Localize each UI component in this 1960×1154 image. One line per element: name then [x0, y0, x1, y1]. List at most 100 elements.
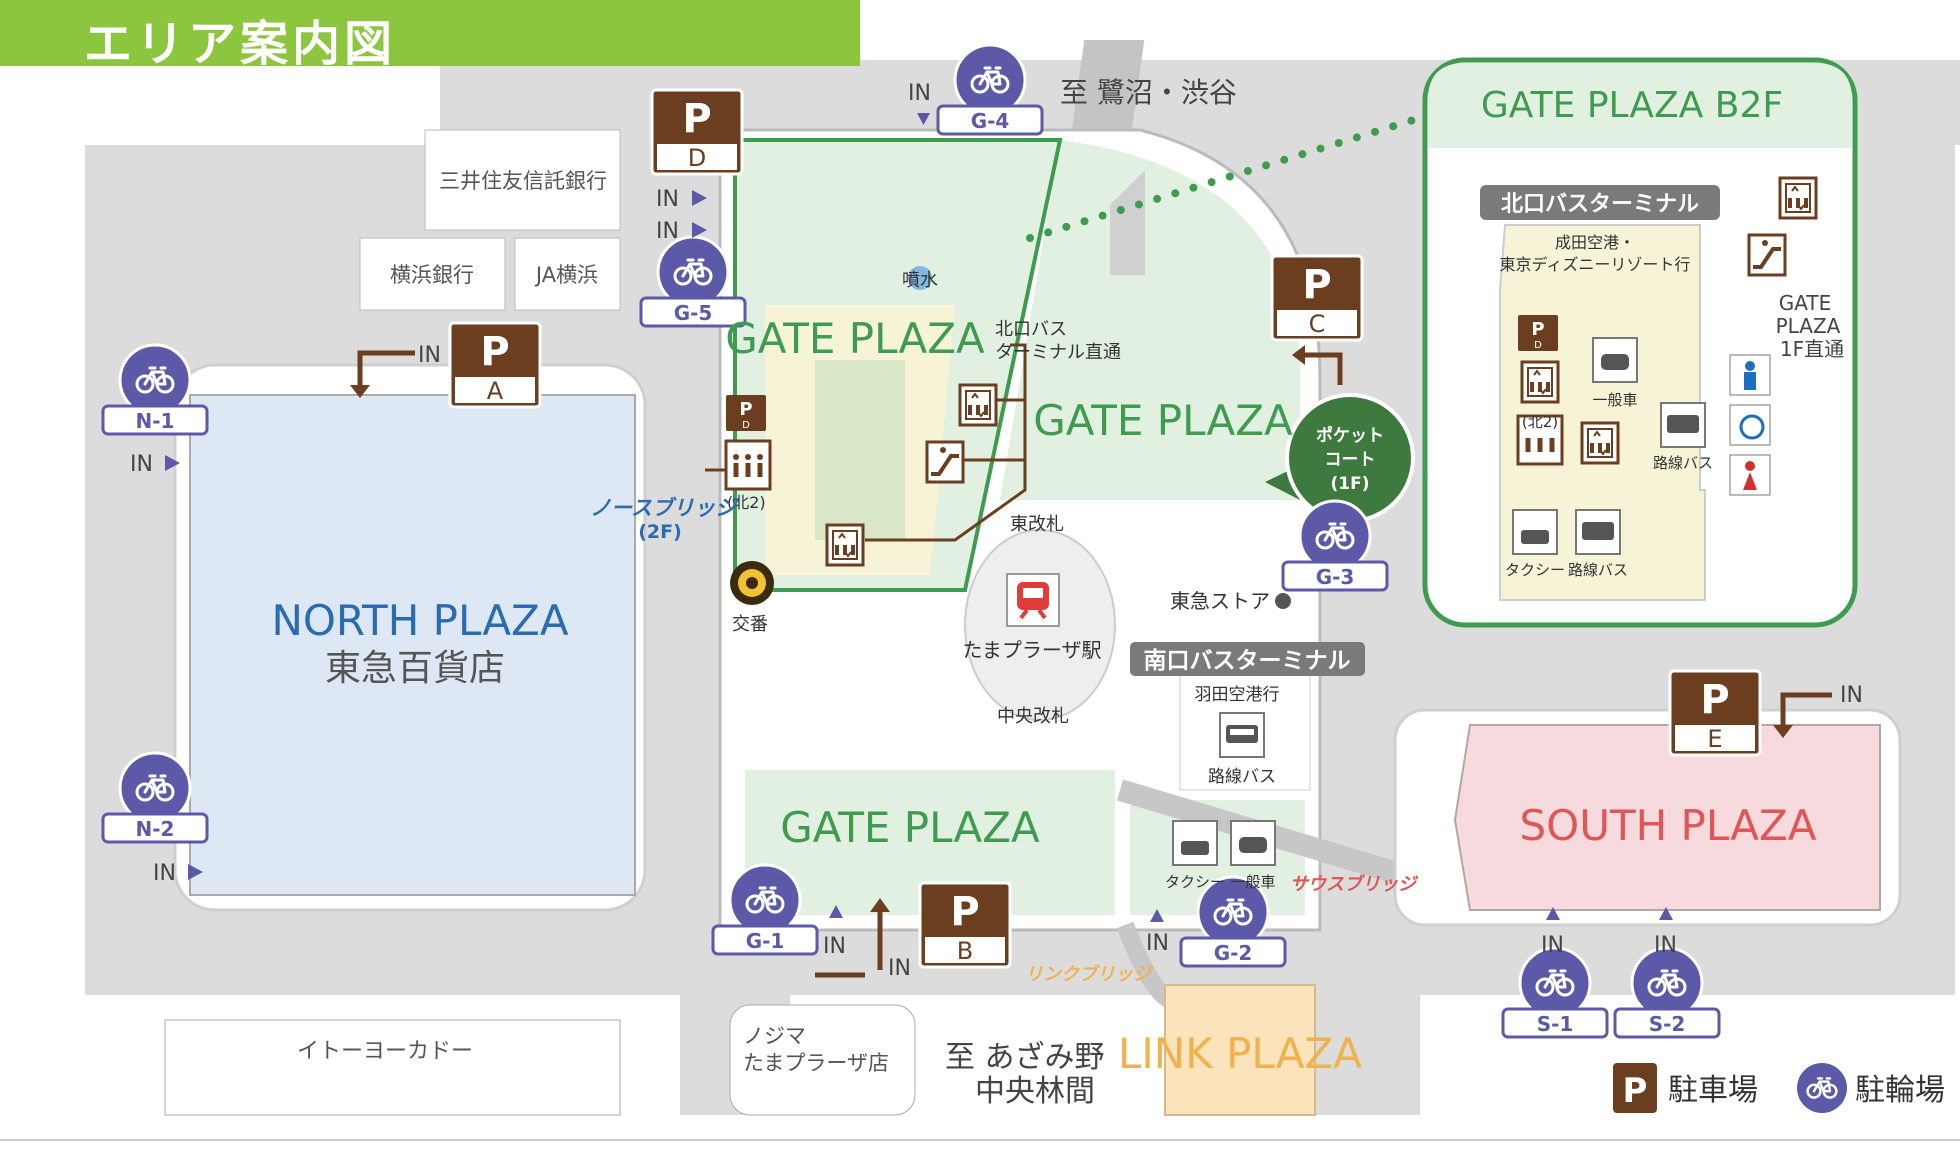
fountain-label: 噴水: [902, 270, 938, 291]
parking-small-letter: P: [1531, 319, 1544, 340]
link-bridge-label: リンクブリッジ: [1025, 964, 1154, 985]
in-label: IN: [130, 452, 153, 477]
bicycle-marker-n1[interactable]: N-1: [101, 343, 209, 436]
south-terminal-label-bg: [1130, 642, 1365, 676]
parking-code: B: [957, 937, 973, 965]
legend-parking-icon: P: [1613, 1063, 1657, 1113]
police-box-icon: [730, 561, 774, 605]
taxi-label: タクシー: [1165, 873, 1225, 891]
escalator-icon: [925, 440, 965, 484]
legend-parking-label: 駐車場: [1668, 1073, 1758, 1108]
north-bus-direct-label-1: 北口バス: [995, 319, 1067, 340]
gate-plaza-label-west: GATE PLAZA: [725, 314, 985, 363]
escalator-icon: [1747, 233, 1787, 277]
pocket-court-marker: [1265, 393, 1415, 523]
parking-letter: P: [1700, 677, 1729, 723]
in-label: IN: [153, 861, 176, 886]
b2f-route-bus-label: 路線バス: [1653, 454, 1713, 472]
building-ito-yokado: [164, 1019, 621, 1116]
b2f-general-car-label: 一般車: [1592, 391, 1637, 409]
gate-plaza-label-south: GATE PLAZA: [780, 803, 1040, 852]
b2f-taxi-label: タクシー: [1505, 561, 1565, 579]
parking-code: E: [1707, 725, 1722, 753]
restroom-icons: [1729, 354, 1771, 496]
elevator-icon: [825, 523, 865, 567]
north-plaza-building: [189, 394, 636, 896]
north-bus-direct-label-2: ターミナル直通: [995, 342, 1121, 363]
in-label: IN: [888, 956, 911, 981]
link-plaza-building: [1164, 984, 1316, 1116]
kita2-label: (北2): [727, 493, 766, 512]
north-plaza: [173, 363, 647, 912]
b2f-direct-label-2: PLAZA: [1776, 314, 1841, 338]
b2f-direct-label-3: 1F直通: [1780, 337, 1844, 361]
in-label: IN: [1654, 933, 1677, 958]
elevator-cluster-icon: [1516, 414, 1564, 466]
station-label: たまプラーザ駅: [963, 638, 1102, 662]
parking-small-letter: P: [739, 399, 752, 420]
bicycle-marker-s1[interactable]: S-1: [1501, 946, 1609, 1039]
bicycle-code: N-2: [136, 817, 175, 841]
map-text: 至 鷺沼・渋谷 至 あざみ野 中央林間 三井住友信託銀行 横浜銀行 JA横浜 イ…: [130, 76, 1945, 1109]
north-bridge-label-2: (2F): [638, 521, 682, 543]
taxi-icon: [1512, 509, 1558, 555]
b2f-title: GATE PLAZA B2F: [1481, 85, 1783, 126]
parking-code: C: [1309, 310, 1326, 338]
bicycle-code: G-5: [674, 301, 713, 325]
b2f-narita-label-2: 東京ディズニーリゾート行: [1500, 255, 1691, 274]
north-bridge-label-1: ノースブリッジ: [590, 496, 739, 520]
building-ja: [514, 237, 621, 311]
parking-letter: P: [950, 889, 979, 935]
parking-letter: P: [480, 329, 509, 375]
station-block: [718, 128, 1424, 1009]
bicycle-code: G-2: [1214, 941, 1253, 965]
in-label: IN: [1541, 933, 1564, 958]
in-label: IN: [908, 81, 931, 106]
parking-entry-arrowheads: [350, 345, 1793, 912]
parking-entry-arrows: [357, 350, 1832, 978]
parking-marker-d[interactable]: P D: [650, 88, 744, 176]
building-yokohama-label: 横浜銀行: [390, 263, 474, 287]
b2f-header-bg: [1428, 63, 1852, 148]
gate-plaza-label-east: GATE PLAZA: [1033, 396, 1293, 445]
route-bus-label: 路線バス: [1208, 767, 1276, 787]
bicycle-marker-g4[interactable]: G-4: [936, 43, 1044, 136]
bicycle-marker-g5[interactable]: G-5: [639, 235, 747, 328]
b2f-connector-dots: [1026, 114, 1424, 242]
tokyu-store-label: 東急ストア: [1170, 589, 1270, 613]
building-ja-label: JA横浜: [534, 263, 598, 287]
parking-marker-b[interactable]: P B: [918, 881, 1012, 969]
parking-marker-c[interactable]: P C: [1270, 254, 1364, 342]
parking-small-icon: P D: [726, 395, 766, 431]
bicycle-code: G-3: [1316, 565, 1355, 589]
parking-code: D: [688, 144, 706, 172]
parking-letter: P: [1302, 262, 1331, 308]
pocket-court-label-3: (1F): [1331, 474, 1370, 494]
bicycle-code: S-1: [1537, 1012, 1574, 1036]
fountain-dot: [908, 266, 932, 290]
central-gate-label: 中央改札: [997, 706, 1069, 727]
elevator-icon: [1778, 176, 1818, 220]
bicycle-marker-n2[interactable]: N-2: [101, 751, 209, 844]
b2f-terminal-label: 北口バスターミナル: [1501, 192, 1699, 217]
bicycle-code: G-4: [971, 109, 1010, 133]
b2f-narita-label-1: 成田空港・: [1555, 233, 1635, 252]
parking-marker-e[interactable]: P E: [1668, 669, 1762, 757]
parking-small-icon: P D: [1518, 315, 1558, 351]
bicycle-marker-s2[interactable]: S-2: [1613, 946, 1721, 1039]
bicycle-marker-g3[interactable]: G-3: [1281, 499, 1389, 592]
in-label: IN: [1840, 683, 1863, 708]
legend: P: [1613, 1063, 1847, 1113]
title-bar: エリア案内図: [0, 0, 860, 72]
bicycle-marker-g1[interactable]: G-1: [711, 863, 819, 956]
parking-marker-a[interactable]: P A: [448, 321, 542, 409]
lower-buildings: [164, 1004, 916, 1116]
bicycle-marker-g2[interactable]: G-2: [1179, 875, 1287, 968]
bus-icon: [1575, 509, 1621, 555]
elevator-cluster-icon: [724, 439, 772, 491]
bus-icon: [1219, 712, 1265, 758]
haneda-label: 羽田空港行: [1195, 685, 1280, 705]
elevator-icon: [1580, 421, 1620, 465]
